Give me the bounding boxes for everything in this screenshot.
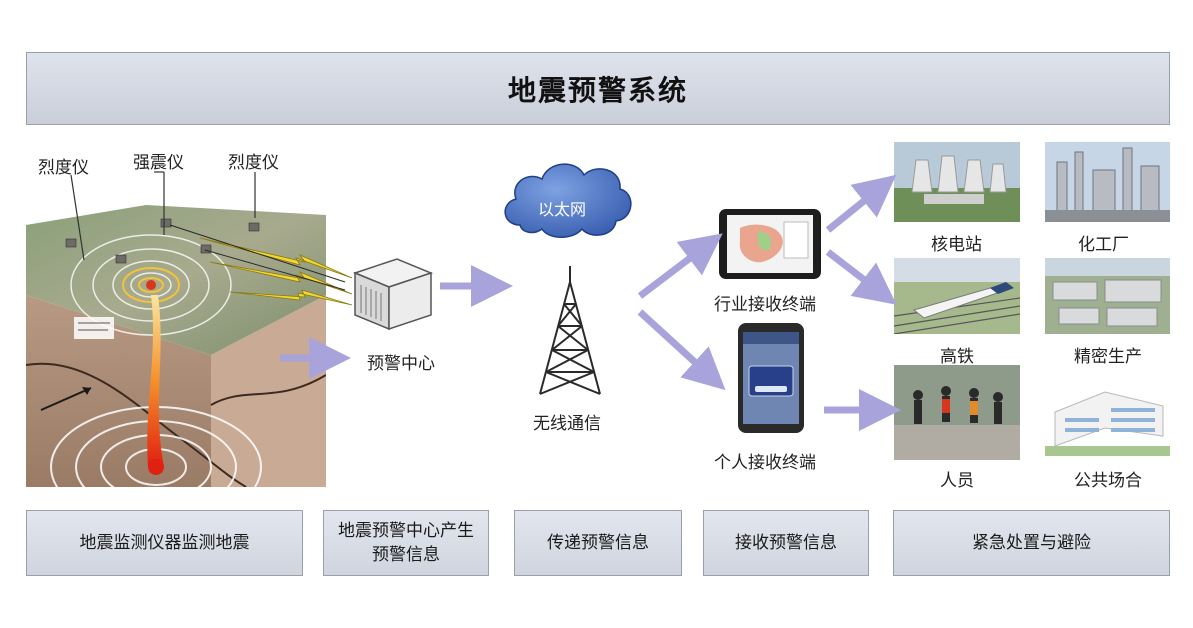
stage-box-receive: 接收预警信息: [703, 510, 869, 576]
personal-terminal-label: 个人接收终端: [714, 453, 816, 473]
server-icon: [345, 255, 435, 333]
target-label-people: 人员: [940, 471, 974, 491]
target-label-chemical: 化工厂: [1078, 235, 1129, 255]
earthquake-illustration: [26, 205, 326, 487]
chemical-plant-photo: [1045, 142, 1170, 222]
cloud-icon: [498, 155, 636, 243]
cloud-label: 以太网: [538, 200, 587, 219]
precision-factory-photo: [1045, 258, 1170, 334]
public-building-photo: [1045, 372, 1170, 456]
target-label-public: 公共场合: [1074, 471, 1142, 491]
stage-box-transmit: 传递预警信息: [514, 510, 682, 576]
wireless-label: 无线通信: [533, 414, 601, 434]
instrument-label-middle: 强震仪: [133, 153, 184, 173]
target-label-nuclear: 核电站: [931, 235, 982, 255]
phone-icon: [737, 322, 805, 434]
stage-box-monitoring: 地震监测仪器监测地震: [26, 510, 303, 576]
stage-box-generate: 地震预警中心产生预警信息: [323, 510, 489, 576]
industry-terminal-label: 行业接收终端: [714, 295, 816, 315]
warning-center-label: 预警中心: [367, 354, 435, 374]
instrument-label-left: 烈度仪: [38, 158, 89, 178]
target-label-precision: 精密生产: [1074, 347, 1142, 367]
nuclear-plant-photo: [894, 142, 1020, 222]
people-evacuating-photo: [894, 365, 1020, 460]
stage-box-response: 紧急处置与避险: [893, 510, 1170, 576]
high-speed-rail-photo: [894, 258, 1020, 334]
instrument-label-right: 烈度仪: [228, 153, 279, 173]
tablet-icon: [718, 208, 822, 280]
diagram-title: 地震预警系统: [26, 52, 1170, 125]
target-label-rail: 高铁: [940, 347, 974, 367]
radio-tower-icon: [530, 262, 610, 397]
